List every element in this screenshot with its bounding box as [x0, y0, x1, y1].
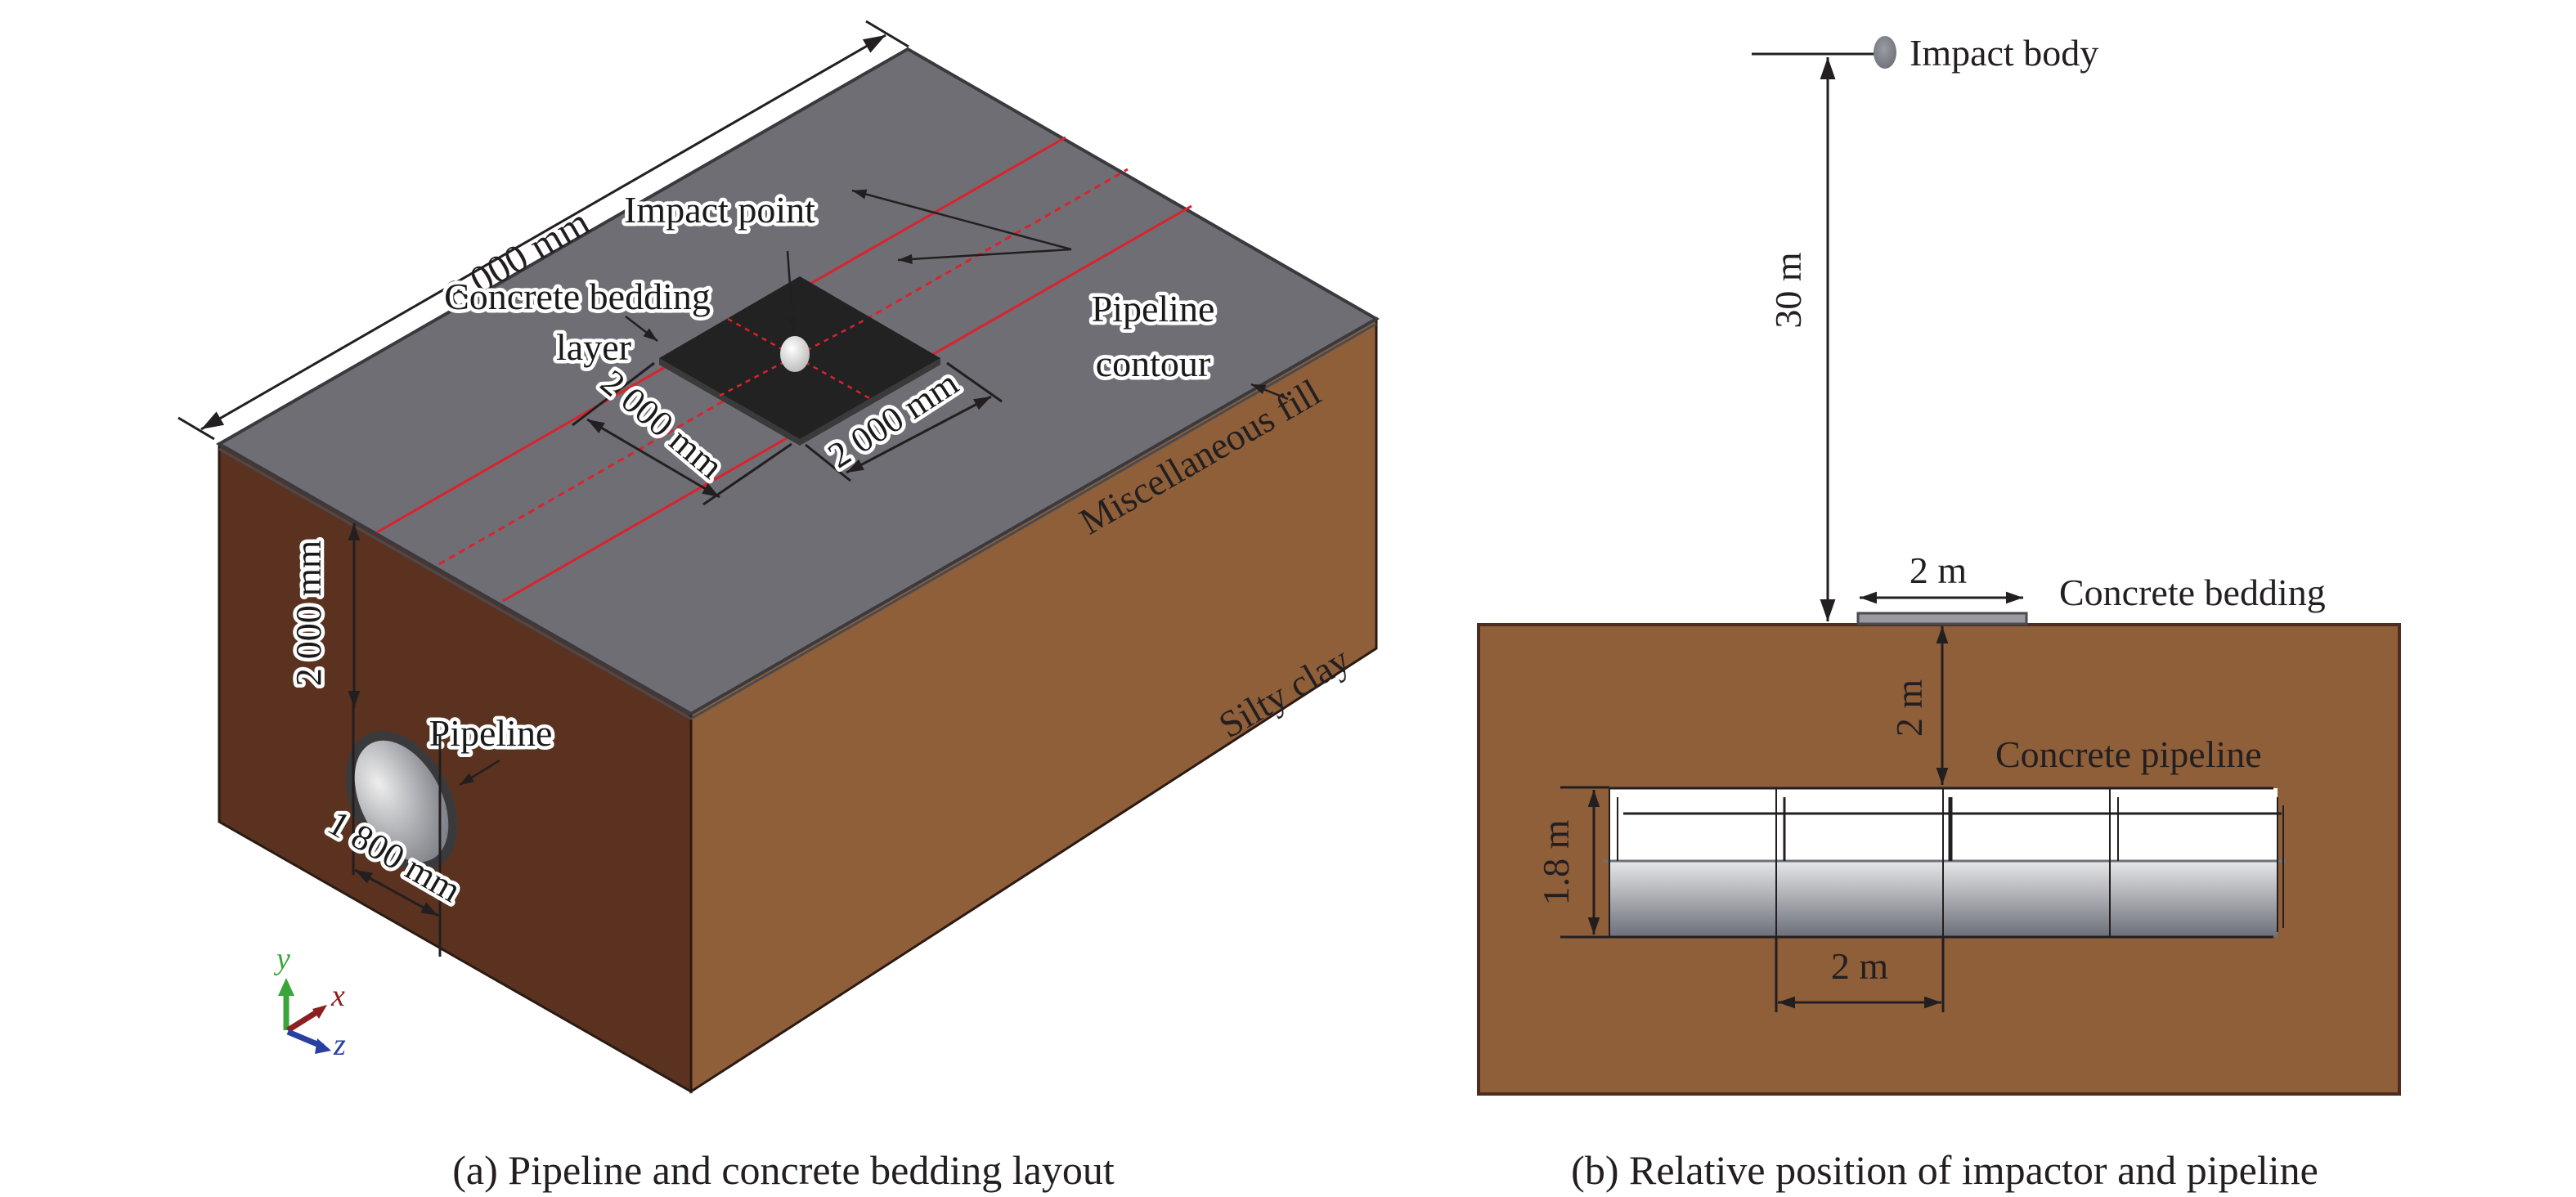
- axis-x-head: [312, 1005, 327, 1019]
- label-drop-height: 30 m: [1767, 252, 1809, 329]
- label-bedding-width: 2 m: [1910, 549, 1968, 591]
- axis-triad: y x z: [273, 942, 346, 1062]
- pipeline-section: [1603, 787, 2286, 939]
- axis-x-arrow: [286, 1007, 322, 1033]
- label-contour-line2: contour: [1096, 343, 1211, 384]
- label-contour-line1: Pipeline: [1092, 288, 1215, 330]
- dim-pad-ext-3: [805, 443, 851, 482]
- label-depth: 2 000 mm: [289, 540, 329, 686]
- axis-z-label: z: [333, 1028, 346, 1062]
- label-bedding-line2: layer: [556, 326, 631, 368]
- fill-layer-edge: [218, 322, 1377, 720]
- dim-8000-ext-2: [865, 20, 909, 48]
- axis-y-label: y: [273, 942, 290, 976]
- leader-bedding: [625, 316, 658, 342]
- leader-miscellaneous-fill: [1250, 383, 1289, 401]
- label-concrete-bedding: Concrete bedding: [2059, 572, 2326, 613]
- leader-contour-1: [851, 189, 1072, 251]
- label-concrete-pipeline: Concrete pipeline: [1995, 733, 2262, 775]
- axis-x-label: x: [330, 979, 345, 1013]
- dim-8000-ext-1: [177, 416, 215, 441]
- label-pipe-diameter-b: 1.8 m: [1535, 819, 1577, 905]
- label-impact-body: Impact body: [1910, 32, 2098, 74]
- dim-pad-ext-1: [572, 361, 655, 427]
- leader-impact-point: [786, 250, 797, 332]
- dim-pad-arrow-2: [846, 395, 992, 474]
- leader-pipeline: [459, 759, 500, 787]
- panel-a: 8 000 mm 2 000 mm 2 000 mm Impact point …: [177, 20, 1380, 1193]
- label-cover-depth: 2 m: [1888, 679, 1930, 737]
- impactor-body: [1874, 36, 1896, 69]
- impactor-sphere: [780, 336, 810, 372]
- axis-z-head: [315, 1038, 331, 1054]
- dim-8000-arrow: [200, 34, 886, 431]
- label-segment-length: 2 m: [1831, 945, 1889, 987]
- label-bedding-line1: Concrete bedding: [444, 276, 711, 317]
- leader-contour-2: [897, 248, 1072, 265]
- concrete-bedding-slab: [1856, 612, 2028, 625]
- panel-b: Impact body 30 m 2 m Concrete bedding 2 …: [1477, 32, 2401, 1193]
- dim-pad-arrow-1: [586, 418, 720, 499]
- dim-pad-ext-4: [946, 361, 1003, 403]
- pipeline-hole: [354, 740, 449, 863]
- label-impact-point: Impact point: [624, 189, 815, 231]
- caption-b: (b) Relative position of impactor and pi…: [1571, 1147, 2318, 1193]
- dim-pipe-arrow: [354, 868, 439, 917]
- label-pipeline: Pipeline: [429, 712, 553, 754]
- axis-y-head: [278, 978, 294, 996]
- pipeline-axis-dashed: [438, 168, 1129, 566]
- caption-a: (a) Pipeline and concrete bedding layout: [452, 1147, 1115, 1193]
